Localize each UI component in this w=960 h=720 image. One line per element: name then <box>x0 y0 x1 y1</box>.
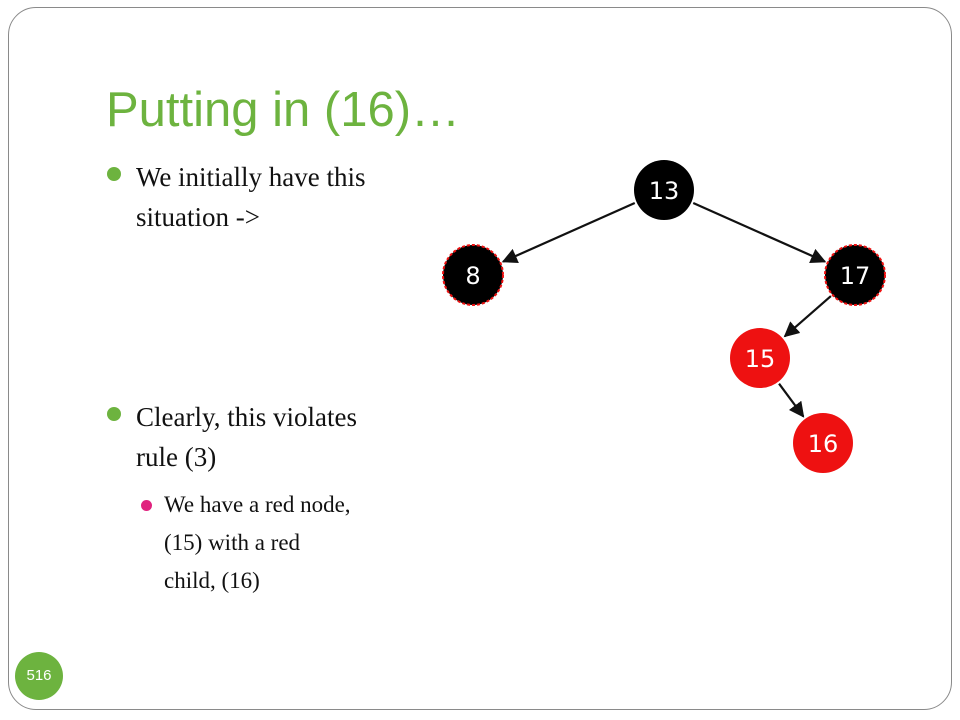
bullet-2-line-2: rule (3) <box>136 442 217 472</box>
page-number-badge: 516 <box>15 652 63 700</box>
slide-frame <box>8 7 952 710</box>
slide-title: Putting in (16)… <box>106 83 461 137</box>
bullet-1-line-1: We initially have this <box>136 162 366 192</box>
tree-node-8: 8 <box>442 244 504 306</box>
tree-node-circle-15 <box>730 328 790 388</box>
tree-node-label-13: 13 <box>649 177 680 205</box>
sub-bullet-dot-1 <box>141 500 152 511</box>
tree-node-circle-8 <box>442 244 504 306</box>
bullet-2-line-1: Clearly, this violates <box>136 402 357 432</box>
tree-node-13: 13 <box>634 160 694 220</box>
tree-node-label-17: 17 <box>840 262 871 290</box>
tree-edge-13-to-8 <box>501 202 636 263</box>
bullet-dot-2 <box>107 407 121 421</box>
tree-edge-13-to-17 <box>692 202 827 263</box>
tree-node-circle-17 <box>824 244 886 306</box>
tree-node-circle-13 <box>634 160 694 220</box>
tree-edge-15-to-16 <box>778 383 805 418</box>
bullet-2: Clearly, this violates rule (3) <box>136 397 357 477</box>
sub-bullet-1-line-1: We have a red node, <box>164 492 351 517</box>
tree-node-label-8: 8 <box>465 262 480 290</box>
sub-bullet-1-line-2: (15) with a red <box>164 530 301 555</box>
sub-bullet-1-line-3: child, (16) <box>164 568 260 593</box>
tree-node-17: 17 <box>824 244 886 306</box>
bullet-1-line-2: situation -> <box>136 202 260 232</box>
bullet-dot-1 <box>107 167 121 181</box>
tree-node-label-15: 15 <box>745 345 776 373</box>
tree-node-label-16: 16 <box>808 430 839 458</box>
bullet-1: We initially have this situation -> <box>136 157 366 237</box>
tree-node-circle-16 <box>793 413 853 473</box>
tree-node-15: 15 <box>730 328 790 388</box>
sub-bullet-1: We have a red node, (15) with a red chil… <box>164 486 351 600</box>
tree-node-16: 16 <box>793 413 853 473</box>
tree-edge-17-to-15 <box>783 295 832 338</box>
